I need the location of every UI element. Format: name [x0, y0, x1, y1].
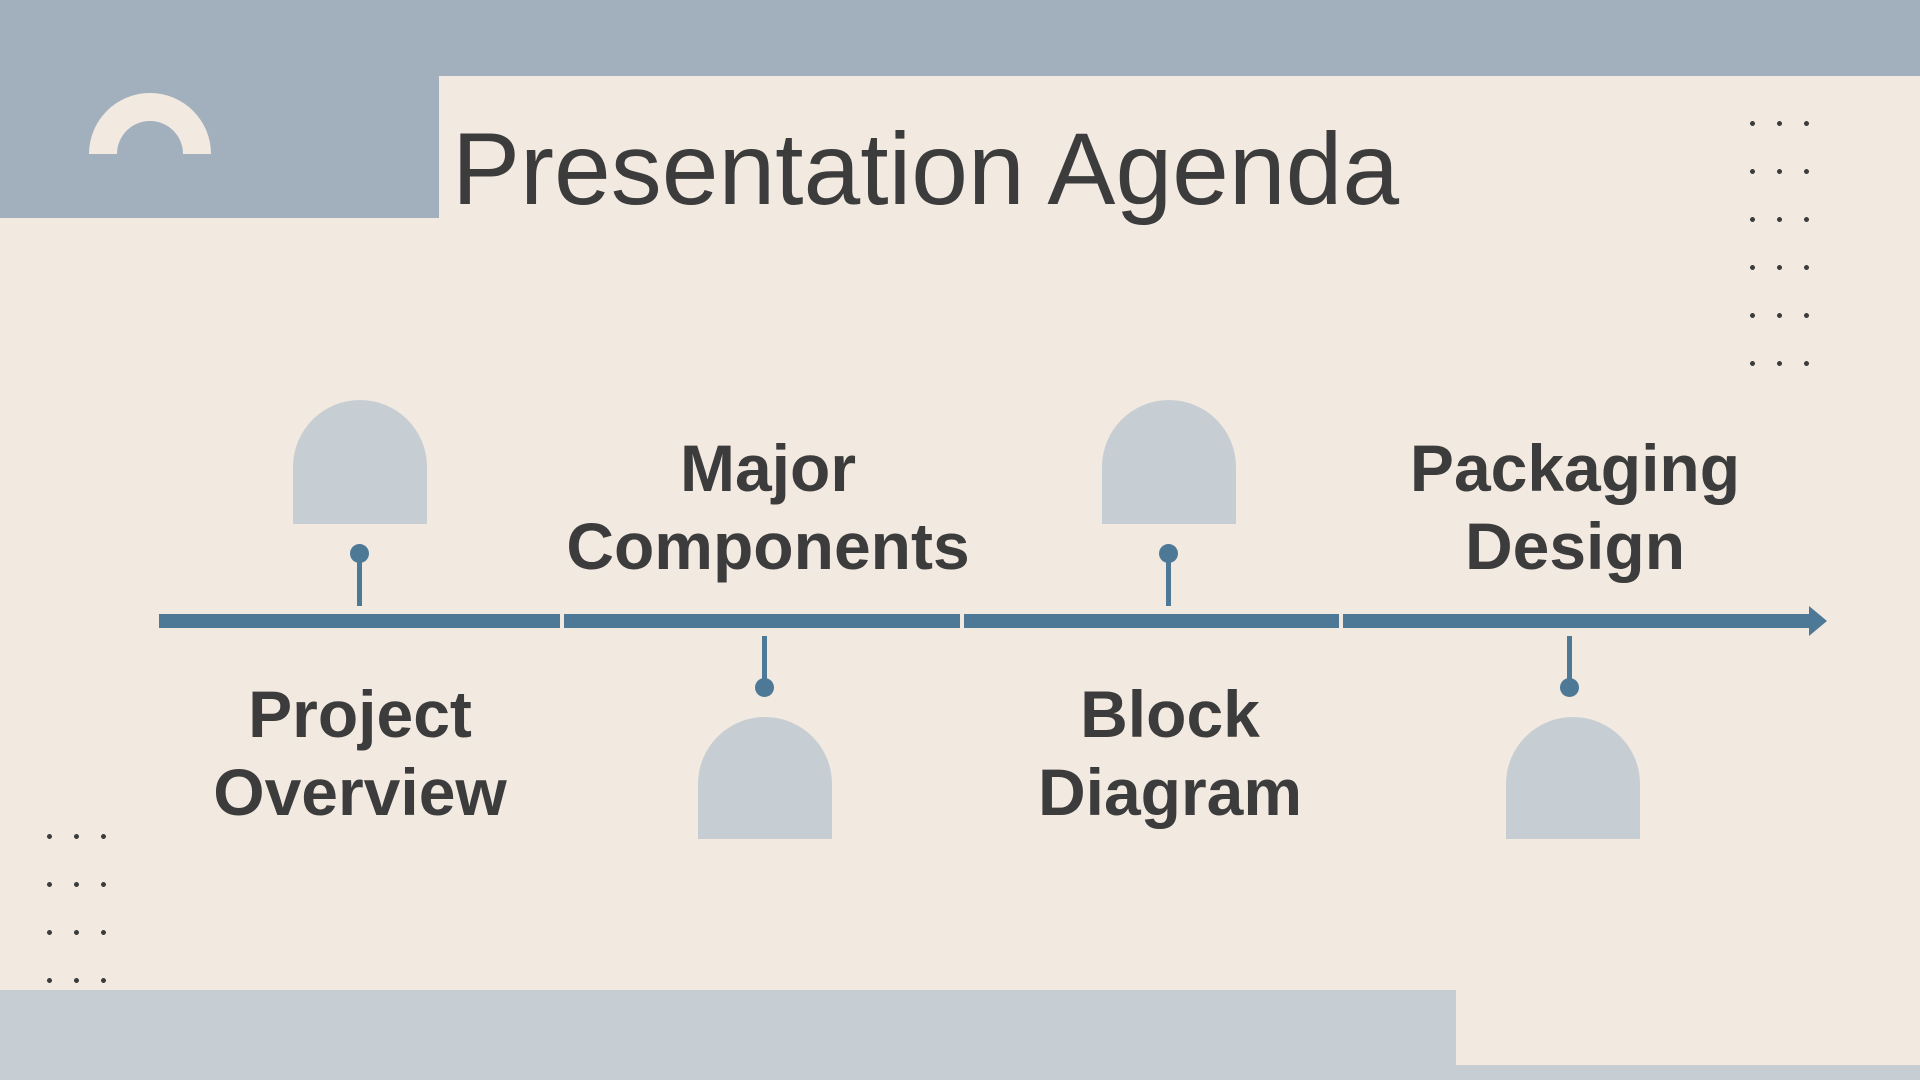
dome-icon-item-4	[1506, 717, 1640, 839]
footer-strip	[0, 1065, 1920, 1080]
dome-icon-item-1	[293, 400, 427, 524]
timeline-segment-3	[964, 614, 1339, 628]
pin-stem-item-1	[357, 560, 362, 606]
agenda-item-1-line-2: Overview	[213, 754, 507, 829]
dome-icon-item-3	[1102, 400, 1236, 524]
pin-stem-item-3	[1166, 560, 1171, 606]
pin-dot-item-3	[1159, 544, 1178, 563]
agenda-item-label-3: Block Diagram	[950, 676, 1390, 832]
header-left-block	[0, 0, 439, 218]
page-title: Presentation Agenda	[452, 112, 1400, 226]
agenda-item-label-1: Project Overview	[140, 676, 580, 832]
dome-icon-item-2	[698, 717, 832, 839]
agenda-item-3-line-1: Block	[1080, 677, 1260, 751]
agenda-item-2-line-2: Components	[566, 508, 970, 583]
pin-dot-item-4	[1560, 678, 1579, 697]
agenda-item-4-line-2: Design	[1464, 508, 1686, 583]
dots-pattern-top-right-icon	[1750, 121, 1809, 367]
agenda-item-2-line-1: Major	[679, 431, 857, 505]
footer-left-block	[0, 990, 1456, 1065]
pin-stem-item-2	[762, 636, 767, 682]
timeline-segment-2	[564, 614, 960, 628]
arrow-right-icon	[1809, 606, 1827, 636]
pin-dot-item-2	[755, 678, 774, 697]
agenda-item-1-line-1: Project	[248, 677, 472, 751]
timeline-segment-4	[1343, 614, 1809, 628]
agenda-item-3-line-2: Diagram	[1037, 754, 1303, 829]
agenda-item-4-line-1: Packaging	[1409, 431, 1741, 505]
pin-stem-item-4	[1567, 636, 1572, 682]
agenda-item-label-4: Packaging Design	[1355, 430, 1795, 586]
pin-dot-item-1	[350, 544, 369, 563]
timeline-segment-1	[159, 614, 560, 628]
agenda-item-label-2: Major Components	[548, 430, 988, 586]
